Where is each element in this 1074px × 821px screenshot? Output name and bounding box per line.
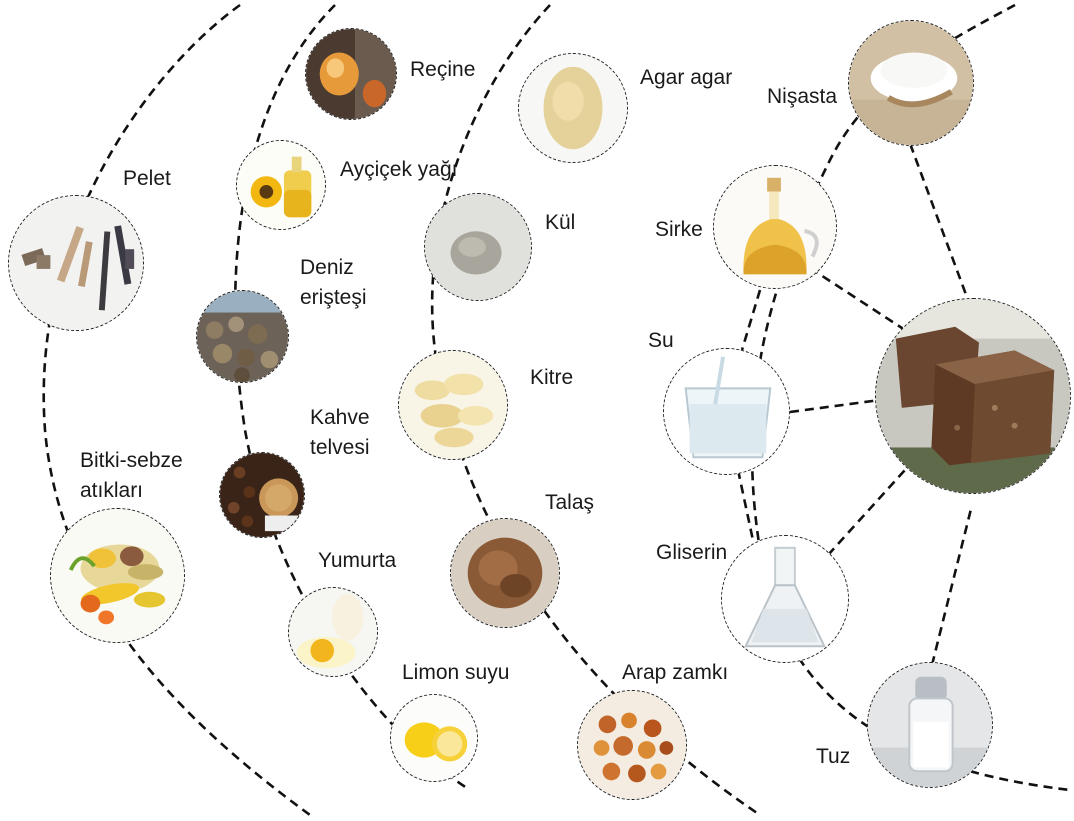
kul-image — [424, 193, 532, 301]
su-image — [663, 348, 790, 475]
bitki-sebze-image — [50, 508, 185, 643]
limon-suyu-label: Limon suyu — [402, 660, 509, 686]
nisasta-image — [848, 20, 974, 146]
agar-agar-label: Agar agar — [640, 65, 732, 91]
talas-image — [450, 518, 560, 628]
link-tuz — [932, 505, 972, 665]
link-nisasta — [905, 130, 968, 300]
sirke-image — [713, 165, 837, 289]
recine-label: Reçine — [410, 57, 475, 83]
bitki-sebze-label-line1: Bitki-sebze — [80, 448, 183, 474]
arap-zamki-label: Arap zamkı — [622, 660, 728, 686]
tuz-image — [867, 662, 993, 788]
outer-arc — [44, 5, 310, 815]
deniz-eristesi-image — [196, 290, 289, 383]
aycicek-yagi-image — [236, 140, 326, 230]
kahve-telvesi-image — [219, 452, 305, 538]
yumurta-image — [288, 587, 378, 677]
link-su — [790, 400, 880, 412]
kahve-telvesi-label-line2: telvesi — [310, 435, 370, 461]
gliserin-image — [721, 535, 849, 663]
pelet-image — [8, 195, 144, 331]
limon-suyu-image — [390, 694, 478, 782]
talas-label: Talaş — [545, 490, 594, 516]
recine-image — [305, 28, 397, 120]
sirke-label: Sirke — [655, 217, 703, 243]
kul-label: Kül — [545, 210, 575, 236]
link-su-gliserin — [738, 470, 754, 545]
arap-zamki-image — [577, 690, 687, 800]
pelet-label: Pelet — [123, 166, 171, 192]
center-briquette-image — [875, 298, 1071, 494]
yumurta-label: Yumurta — [318, 548, 396, 574]
aycicek-yagi-label: Ayçiçek yağı — [340, 157, 458, 183]
nisasta-label: Nişasta — [767, 84, 837, 110]
bitki-sebze-label-line2: atıkları — [80, 478, 143, 504]
tuz-label: Tuz — [816, 744, 850, 770]
agar-agar-image — [518, 53, 628, 163]
su-label: Su — [648, 328, 674, 354]
kitre-image — [398, 350, 508, 460]
kahve-telvesi-label-line1: Kahve — [310, 405, 370, 431]
gliserin-label: Gliserin — [656, 540, 727, 566]
link-sirke-su — [742, 290, 760, 350]
deniz-eristesi-label-line2: erişteşi — [300, 285, 367, 311]
deniz-eristesi-label-line1: Deniz — [300, 255, 354, 281]
kitre-label: Kitre — [530, 365, 573, 391]
